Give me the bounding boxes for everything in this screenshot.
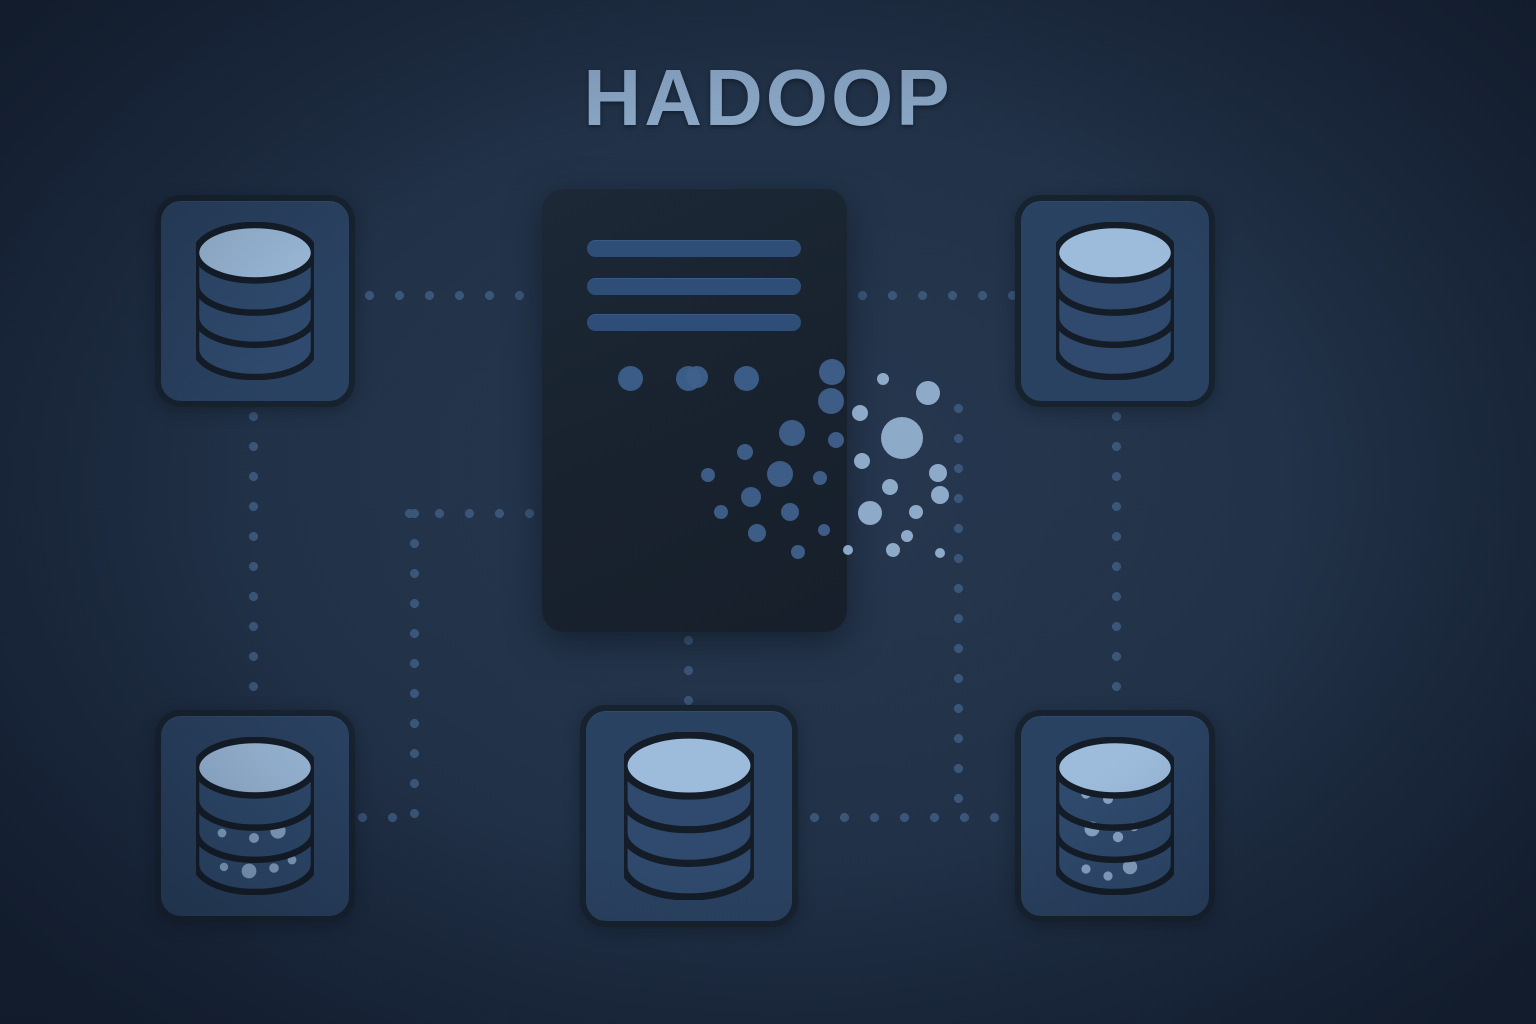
- connector-server-to-topright: [858, 291, 1018, 300]
- data-particle: [877, 373, 889, 385]
- data-particle: [882, 479, 898, 495]
- data-particle: [791, 545, 805, 559]
- data-particle: [781, 503, 799, 521]
- data-particle: [858, 501, 882, 525]
- data-particle: [748, 524, 766, 542]
- server-status-dot-1: [618, 366, 643, 391]
- connector-topleft-down: [249, 412, 258, 712]
- data-particle: [741, 487, 761, 507]
- data-particle: [819, 359, 845, 385]
- connector-elbow-horizontal: [405, 509, 545, 518]
- data-particle: [909, 505, 923, 519]
- connector-elbow-to-bottomleft: [358, 813, 416, 822]
- server-bar-1: [587, 240, 801, 257]
- data-flow-particle-cluster: [686, 359, 980, 590]
- data-particle: [701, 468, 715, 482]
- database-cylinder-icon: [624, 732, 754, 900]
- data-particle: [886, 543, 900, 557]
- data-particle: [737, 444, 753, 460]
- data-particle: [929, 464, 947, 482]
- data-particle: [818, 388, 844, 414]
- connector-server-to-bottomcenter: [684, 636, 693, 712]
- database-cylinder-icon: [1056, 737, 1174, 895]
- data-node-top-right[interactable]: [1015, 195, 1215, 407]
- data-particle: [843, 545, 853, 555]
- data-particle: [714, 505, 728, 519]
- server-bar-2: [587, 278, 801, 295]
- database-cylinder-icon: [196, 737, 314, 895]
- data-particle: [828, 432, 844, 448]
- database-cylinder-icon: [196, 222, 314, 380]
- connector-server-right-down: [954, 404, 963, 822]
- data-node-bottom-left[interactable]: [155, 710, 355, 922]
- data-node-bottom-center[interactable]: [580, 705, 798, 927]
- data-particle: [686, 366, 708, 388]
- connector-elbow-vertical: [410, 509, 419, 821]
- data-particle: [881, 417, 923, 459]
- database-cylinder-icon: [1056, 222, 1174, 380]
- data-particle: [931, 486, 949, 504]
- data-particle: [818, 524, 830, 536]
- server-bar-3: [587, 314, 801, 331]
- data-node-bottom-right[interactable]: [1015, 710, 1215, 922]
- connector-bottomcenter-to-right: [810, 813, 1018, 822]
- connector-topright-down: [1112, 412, 1121, 712]
- data-particle: [767, 461, 793, 487]
- data-particle: [901, 530, 913, 542]
- data-particle: [935, 548, 945, 558]
- data-particle: [916, 381, 940, 405]
- server-status-dot-3: [734, 366, 759, 391]
- data-particle: [813, 471, 827, 485]
- data-particle: [779, 420, 805, 446]
- connector-topleft-to-server: [365, 291, 545, 300]
- data-node-top-left[interactable]: [155, 195, 355, 407]
- data-particle: [854, 453, 870, 469]
- page-title: HADOOP: [583, 53, 953, 142]
- data-particle: [852, 405, 868, 421]
